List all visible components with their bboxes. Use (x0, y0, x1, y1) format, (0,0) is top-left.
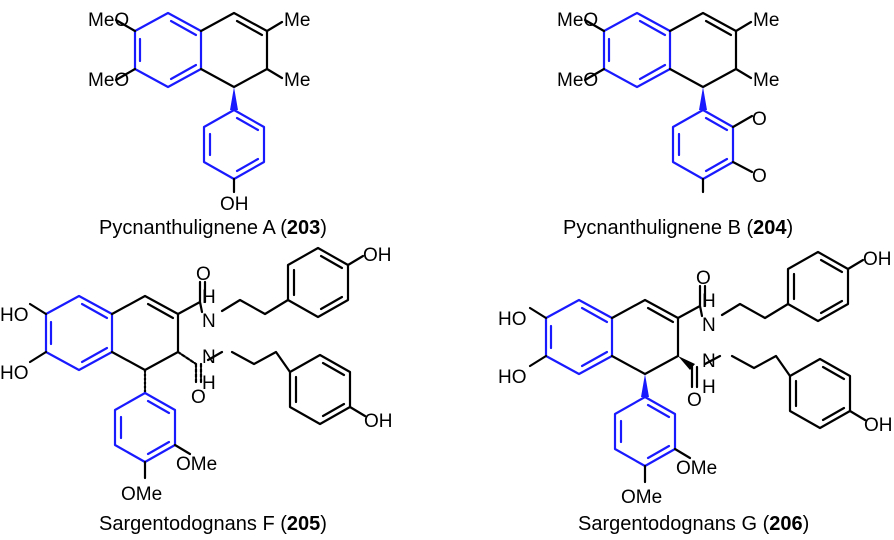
lower-amide-206 (690, 365, 699, 389)
oh-label-2-206: OH (864, 415, 893, 436)
aryl-ring-206 (613, 395, 677, 468)
ho-label-1-206: HO (498, 309, 527, 330)
ome-label-1-206: OMe (676, 458, 717, 479)
n-label-2-206: N (702, 351, 716, 372)
substituent-bonds-203 (114, 18, 284, 82)
me-label-2-204: Me (753, 70, 779, 91)
structure-205: HO HO O O N N H H OH OH OMe OMe Sargento… (0, 245, 393, 535)
upper-phenol-ring-206 (786, 250, 850, 323)
caption-204: Pycnanthulignene B (204) (563, 217, 793, 239)
lower-chain-205 (206, 350, 292, 374)
upper-amide-205 (176, 280, 207, 316)
dihydro-ring-203 (199, 11, 269, 89)
ome-label-1-203: MeO (88, 10, 129, 31)
dihydro-ring-204 (668, 11, 738, 89)
upper-phenol-ring-205 (286, 246, 350, 319)
h-label-1-206: H (702, 291, 716, 312)
substituent-bonds-204 (583, 18, 753, 82)
ome-label-2-205: OMe (121, 484, 162, 505)
upper-amide-206 (676, 284, 707, 320)
caption-number-205: 205 (287, 513, 320, 535)
n-label-1-206: N (702, 315, 716, 336)
ho-label-2-205: HO (0, 363, 29, 384)
dioxole-bonds-204 (731, 114, 754, 174)
double-bond-206 (646, 306, 675, 324)
oh-label-1-206: OH (863, 249, 892, 270)
benzodioxole-ring-204 (671, 108, 735, 181)
ome-label-2-203: MeO (88, 70, 129, 91)
upper-chain-206 (720, 302, 790, 320)
wedge-bond-204 (699, 87, 707, 110)
me-label-1-203: Me (284, 10, 310, 31)
lower-oh-bond-206 (848, 409, 867, 422)
wedge-bond-203 (230, 87, 238, 110)
o-label-2-206: O (687, 390, 702, 411)
lower-amide-205 (176, 350, 203, 386)
lower-chain-206 (703, 354, 792, 378)
oh-label-1-205: OH (363, 245, 392, 266)
aromatic-ring-204 (602, 11, 672, 89)
aromatic-ring-206 (544, 298, 614, 376)
caption-number-204: 204 (753, 217, 787, 239)
aryl-ome-bonds-206 (643, 447, 692, 484)
h-label-2-205: H (202, 373, 216, 394)
caption-205: Sargentodognans F (205) (99, 513, 327, 535)
aromatic-ring-203 (133, 11, 203, 89)
o-label-2-205: O (191, 387, 206, 408)
me-label-2-203: Me (284, 70, 310, 91)
aryl-ring-205 (113, 391, 177, 464)
dihydro-ring-205 (110, 294, 180, 372)
n-label-2-205: N (202, 347, 216, 368)
hydroxyl-bonds-206 (528, 306, 548, 368)
lower-phenol-ring-206 (788, 357, 852, 430)
double-bond-205 (146, 302, 175, 320)
h-label-2-206: H (702, 377, 716, 398)
ome-label-2-204: MeO (557, 70, 598, 91)
o-label-2-204: O (752, 166, 767, 187)
caption-name-206: Sargentodognans G (578, 513, 757, 535)
caption-name-204: Pycnanthulignene B (563, 217, 741, 239)
lower-oh-bond-205 (348, 405, 367, 418)
dihydro-ring-206 (610, 298, 680, 376)
ome-label-2-206: OMe (621, 487, 662, 508)
upper-oh-bond-205 (346, 254, 365, 267)
wedge-bond-206 (641, 374, 649, 397)
caption-203: Pycnanthulignene A (203) (99, 217, 327, 239)
caption-206: Sargentodognans G (206) (578, 513, 809, 535)
caption-number-206: 206 (769, 513, 802, 535)
double-bond-204 (704, 19, 733, 37)
phenol-ring-203 (202, 108, 266, 181)
h-label-1-205: H (202, 287, 216, 308)
lower-phenol-ring-205 (288, 353, 352, 426)
o-label-1-206: O (696, 268, 711, 289)
o-label-1-204: O (752, 109, 767, 130)
ho-label-1-205: HO (0, 305, 29, 326)
upper-oh-bond-206 (846, 258, 865, 271)
oh-label-203: OH (220, 194, 249, 215)
structure-204: MeO MeO Me Me O O Pycnanthulignene B (20… (557, 10, 793, 239)
n-label-1-205: N (202, 311, 216, 332)
hydroxyl-bonds-205 (28, 302, 48, 364)
upper-chain-205 (220, 298, 290, 316)
aryl-ome-bonds-205 (143, 443, 192, 480)
caption-number-203: 203 (287, 217, 320, 239)
structure-203: MeO MeO Me Me OH Pycnanthulignene A (203… (88, 10, 327, 239)
caption-name-203: Pycnanthulignene A (99, 217, 276, 239)
ome-label-1-204: MeO (557, 10, 598, 31)
aromatic-ring-205 (44, 294, 114, 372)
ome-label-1-205: OMe (176, 454, 217, 475)
double-bond-203 (235, 19, 264, 37)
caption-name-205: Sargentodognans F (99, 513, 275, 535)
lower-wedge-206 (678, 356, 695, 370)
ho-label-2-206: HO (498, 367, 527, 388)
structure-206: HO HO O O N N H H OH OH OMe OMe Sargento… (498, 249, 893, 535)
me-label-1-204: Me (753, 10, 779, 31)
oh-label-2-205: OH (364, 411, 393, 432)
o-label-1-205: O (196, 264, 211, 285)
